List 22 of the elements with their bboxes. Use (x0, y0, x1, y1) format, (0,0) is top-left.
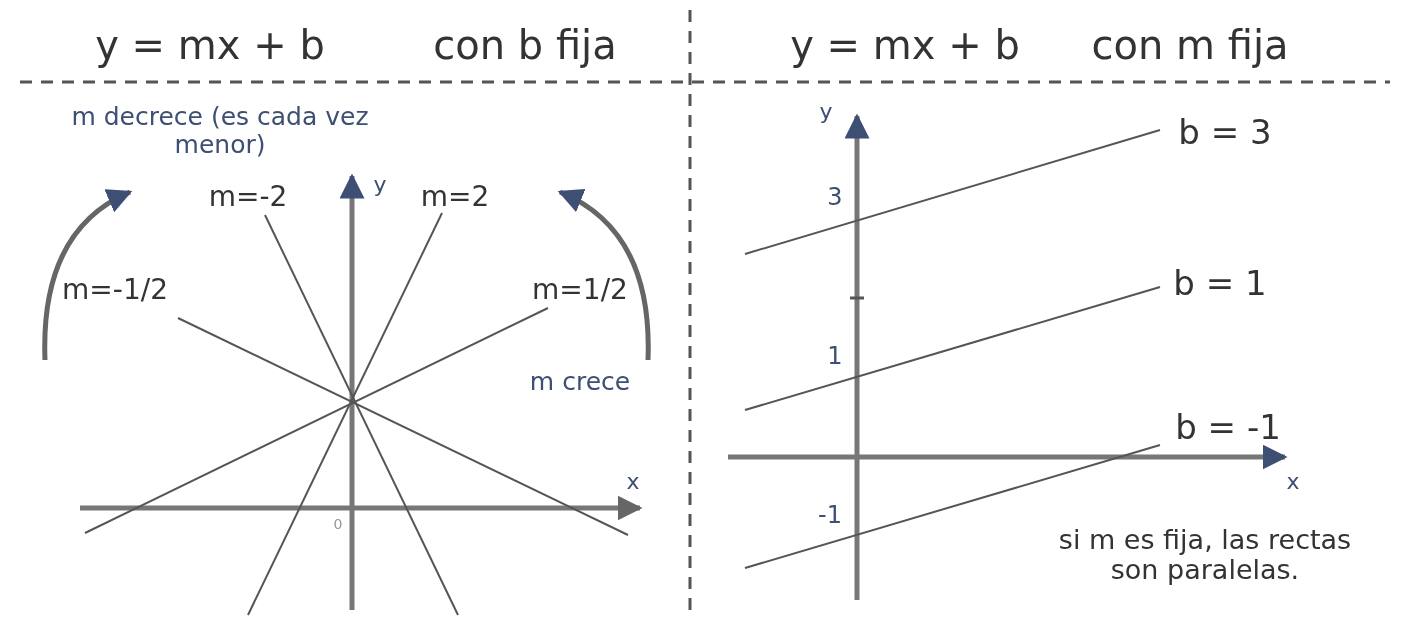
line-label: m=-1/2 (62, 274, 168, 306)
line-label: m=1/2 (532, 274, 628, 306)
line-label: b = -1 (1175, 409, 1281, 447)
line-label: m=-2 (208, 181, 288, 213)
equation-text: y = mx + b (790, 23, 1020, 67)
annotation-text: m crece (529, 368, 631, 396)
tick-label: -1 (818, 501, 842, 529)
equation-text: y = mx + b (95, 23, 325, 67)
annotation-text: m decrece (es cada vez menor) (70, 102, 370, 158)
line-label: m=2 (420, 181, 490, 213)
tick-label: 3 (827, 183, 843, 211)
condition-text: con m fija (1091, 23, 1289, 67)
axis-label: x (626, 469, 640, 495)
tick-label: 1 (827, 342, 843, 370)
note-text: si m es fija, las rectas son paralelas. (1057, 525, 1353, 585)
axis-label: y (819, 99, 833, 125)
axis-label: x (1286, 469, 1300, 495)
axis-label: y (373, 172, 387, 198)
line-label: b = 1 (1173, 265, 1267, 303)
condition-text: con b fija (433, 23, 617, 67)
line-label: b = 3 (1178, 114, 1272, 152)
tick-label: 0 (333, 517, 343, 533)
